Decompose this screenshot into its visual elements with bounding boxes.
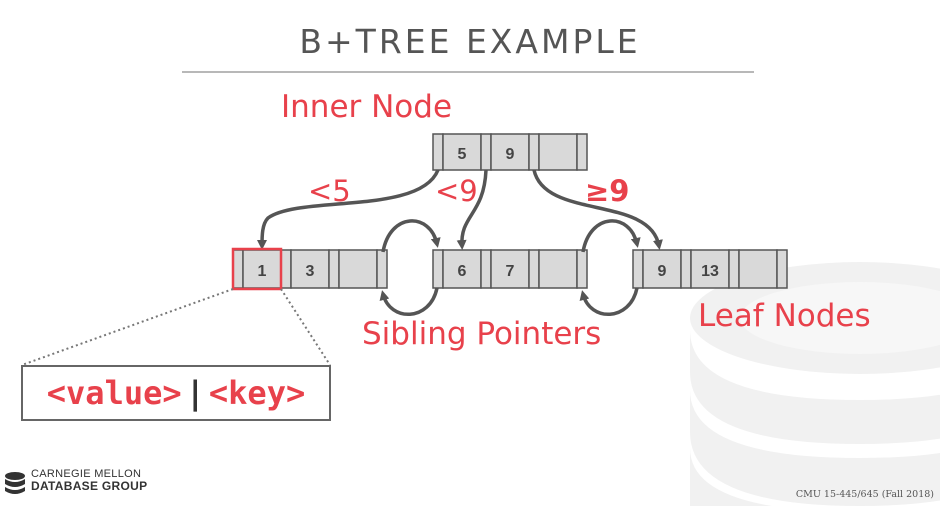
sibling-pointer-arrow xyxy=(381,219,441,253)
title-divider xyxy=(182,71,754,73)
sibling-pointers-label: Sibling Pointers xyxy=(362,316,602,352)
leaf-node: 6 7 xyxy=(432,249,588,289)
sibling-pointer-arrow xyxy=(581,219,641,253)
node-pointer-slot xyxy=(528,133,540,171)
node-key-cell xyxy=(338,249,378,289)
node-key-text: 1 xyxy=(258,263,267,280)
node-pointer-slot xyxy=(576,249,588,289)
node-pointer-slot xyxy=(432,249,444,289)
inner-node-label: Inner Node xyxy=(281,89,453,125)
node-key-text: 6 xyxy=(458,263,467,280)
node-key-cell xyxy=(490,133,530,171)
footer-org: CARNEGIE MELLON DATABASE GROUP xyxy=(31,468,147,492)
sibling-pointer-arrow xyxy=(579,287,639,317)
footer-line2: DATABASE GROUP xyxy=(31,479,148,493)
footer-line1: CARNEGIE MELLON xyxy=(31,468,142,480)
node-key-text: 3 xyxy=(306,263,315,280)
lt5-label: <5 xyxy=(308,174,351,208)
slide-title: B+TREE EXAMPLE xyxy=(299,22,641,61)
entry-format-box: <value> | <key> xyxy=(21,365,331,421)
node-key-cell xyxy=(442,133,482,171)
node-pointer-slot xyxy=(680,249,692,289)
course-label: CMU 15-445/645 (Fall 2018) xyxy=(795,489,934,500)
node-key-cell xyxy=(738,249,778,289)
node-key-text: 9 xyxy=(658,263,667,280)
leaf-nodes-label: Leaf Nodes xyxy=(698,298,871,334)
gte9-label: ≥9 xyxy=(585,174,630,208)
zoom-line-left xyxy=(21,288,234,366)
entry-key-text: <key> xyxy=(208,374,306,412)
entry-separator: | xyxy=(185,374,205,412)
leaf-node: 1 3 xyxy=(232,249,388,289)
sibling-pointer-arrow xyxy=(379,287,439,317)
node-pointer-slot xyxy=(328,249,340,289)
node-key-text: 7 xyxy=(506,263,515,280)
leaf-node: 9 13 xyxy=(632,249,788,289)
node-pointer-slot xyxy=(232,249,244,289)
inner-node: 5 9 xyxy=(432,133,588,171)
node-key-text: 5 xyxy=(458,146,467,163)
node-key-cell xyxy=(538,133,578,171)
entry-value-text: <value> xyxy=(46,374,182,412)
node-pointer-slot xyxy=(376,249,388,289)
node-key-cell xyxy=(442,249,482,289)
node-key-text: 13 xyxy=(701,263,719,280)
entry-highlight xyxy=(231,247,283,291)
node-pointer-slot xyxy=(576,133,588,171)
node-pointer-slot xyxy=(528,249,540,289)
node-key-cell xyxy=(538,249,578,289)
node-pointer-slot xyxy=(280,249,292,289)
node-pointer-slot xyxy=(632,249,644,289)
pointer-arrow-gte9 xyxy=(532,169,663,250)
node-pointer-slot xyxy=(432,133,444,171)
node-pointer-slot xyxy=(480,133,492,171)
pointer-arrow-lt5 xyxy=(257,169,440,250)
lt9-label: <9 xyxy=(435,174,478,208)
node-pointer-slot xyxy=(776,249,788,289)
node-pointer-slot xyxy=(480,249,492,289)
node-key-text: 9 xyxy=(506,146,515,163)
zoom-line-right xyxy=(280,288,331,366)
pointer-arrow-lt9 xyxy=(456,169,488,250)
node-pointer-slot xyxy=(728,249,740,289)
cmu-db-logo-icon xyxy=(5,472,25,494)
